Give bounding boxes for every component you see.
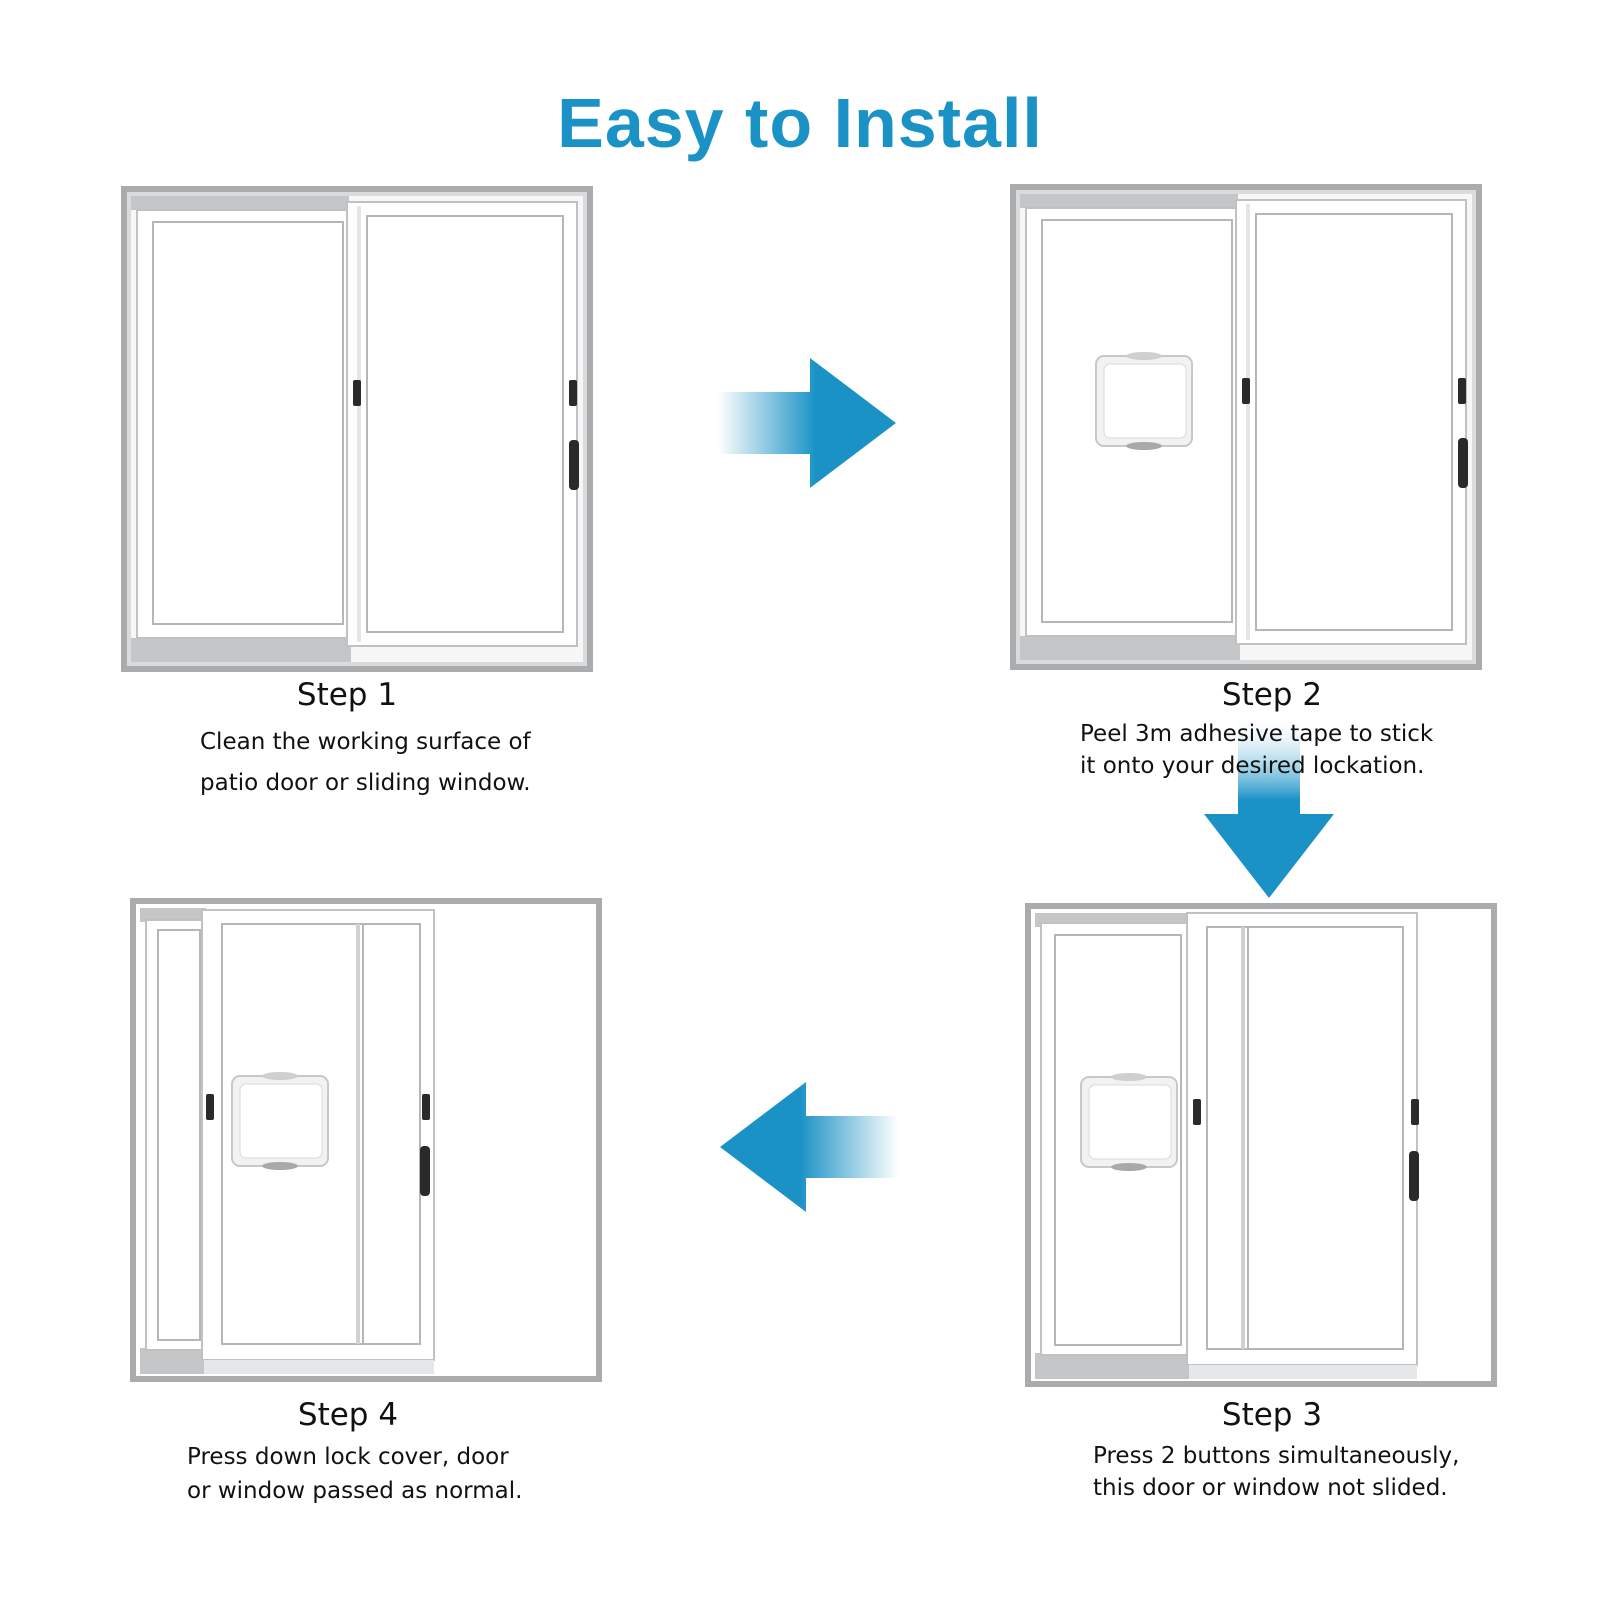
step2-line-1: Peel 3m adhesive tape to stick <box>1080 721 1434 747</box>
step4-line-2: or window passed as normal. <box>187 1478 523 1504</box>
step4-line-1: Press down lock cover, door <box>187 1444 509 1470</box>
step1-line-1: Clean the working surface of <box>200 729 531 755</box>
step4-title: Step 4 <box>297 1397 399 1433</box>
step1-description: Clean the working surface of patio door … <box>200 722 600 804</box>
step1-title: Step 1 <box>296 677 398 713</box>
step1-line-2: patio door or sliding window. <box>200 770 531 796</box>
step4-description: Press down lock cover, door or window pa… <box>187 1440 607 1508</box>
step2-line-2: it onto your desired lockation. <box>1080 753 1425 779</box>
step1-door-image <box>121 186 593 672</box>
page-title: Easy to Install <box>557 84 1043 162</box>
lock-device-icon <box>1080 1073 1178 1171</box>
step3-line-2: this door or window not slided. <box>1093 1475 1448 1501</box>
step3-door-image <box>1025 903 1497 1387</box>
step3-title: Step 3 <box>1221 1397 1323 1433</box>
step3-description: Press 2 buttons simultaneously, this doo… <box>1093 1440 1533 1504</box>
step2-door-image <box>1010 184 1482 670</box>
step2-description: Peel 3m adhesive tape to stick it onto y… <box>1080 718 1500 782</box>
arrow-left-icon <box>720 1082 898 1212</box>
lock-device-icon <box>1095 352 1193 450</box>
step2-title: Step 2 <box>1221 677 1323 713</box>
lock-device-icon <box>231 1072 329 1170</box>
arrow-right-icon <box>718 358 896 488</box>
step3-line-1: Press 2 buttons simultaneously, <box>1093 1443 1460 1469</box>
step4-door-image <box>130 898 602 1382</box>
arrow-down-icon <box>1204 720 1334 898</box>
